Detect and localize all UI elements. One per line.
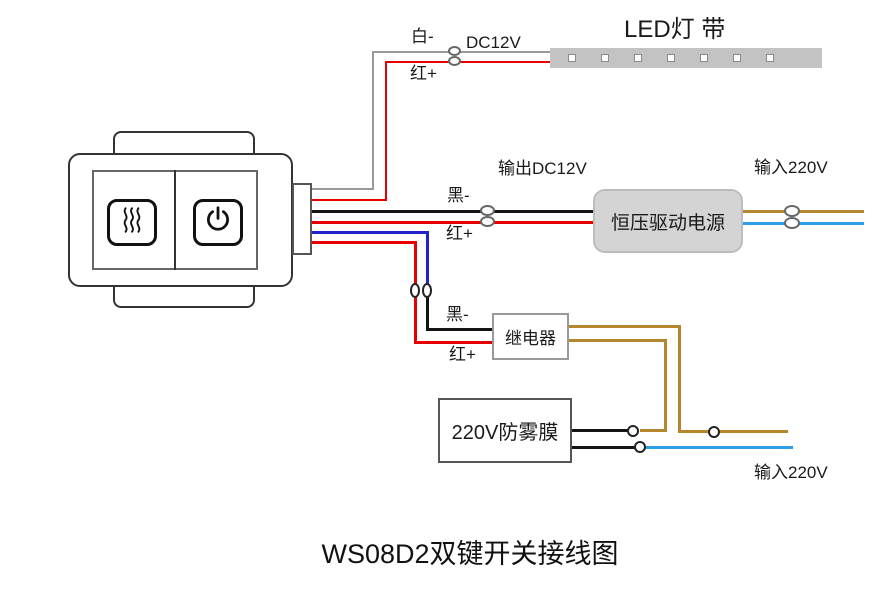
- wire-connector: [708, 426, 720, 438]
- wire-connector: [422, 283, 432, 298]
- wire-brown-relay-out-bottom: [664, 339, 667, 432]
- wire-black-antifog-bottom: [571, 446, 637, 449]
- wire-red-positive-relay: [311, 241, 417, 244]
- led-strip-title: LED灯 带: [624, 16, 726, 43]
- wire-brown-relay-out-top: [567, 325, 681, 328]
- wire-blue-neutral-input: [742, 222, 864, 225]
- wire-connector: [480, 205, 495, 216]
- led-chip: [634, 54, 642, 62]
- wire-blue-relay: [311, 231, 429, 234]
- switch-wire-terminal: [292, 183, 312, 255]
- wire-brown-relay-out-bottom: [567, 339, 667, 342]
- antifog-input-label: 输入220V: [754, 463, 828, 482]
- wire-blue-relay: [426, 231, 429, 288]
- led-chip: [601, 54, 609, 62]
- heat-waves-icon: [116, 204, 148, 241]
- led-chip: [766, 54, 774, 62]
- wire-connector: [784, 205, 800, 217]
- wire-brown-live-input: [742, 210, 864, 213]
- wire-white-negative: [311, 188, 374, 190]
- relay-black-wire-label: 黑-: [446, 305, 469, 324]
- wire-connector: [784, 217, 800, 229]
- led-strip: [550, 48, 822, 68]
- power-button: [193, 199, 243, 246]
- led-voltage-label: DC12V: [466, 33, 521, 52]
- driver-output-label: 输出DC12V: [498, 159, 587, 178]
- wire-connector: [448, 46, 461, 56]
- led-chip: [733, 54, 741, 62]
- relay-label: 继电器: [505, 329, 556, 348]
- wire-red-positive-led: [311, 199, 387, 201]
- wire-red-positive-led: [385, 61, 387, 201]
- wire-brown-relay-out-top: [678, 325, 681, 433]
- driver-black-wire-label: 黑-: [447, 186, 470, 205]
- wire-connector: [627, 425, 639, 437]
- relay-box: 继电器: [492, 313, 569, 360]
- led-chip: [568, 54, 576, 62]
- wire-black-negative-relay: [426, 295, 429, 331]
- antifog-film-label: 220V防雾膜: [451, 422, 559, 444]
- wire-connector: [410, 283, 420, 298]
- led-red-wire-label: 红+: [410, 64, 437, 83]
- relay-red-wire-label: 红+: [449, 345, 476, 364]
- wire-black-negative-driver: [311, 210, 595, 213]
- wire-white-negative: [372, 51, 374, 190]
- led-chip: [700, 54, 708, 62]
- led-chip: [667, 54, 675, 62]
- wire-brown-relay-out-bottom: [640, 429, 667, 432]
- switch-divider: [174, 170, 176, 270]
- wire-brown-relay-out-top: [678, 430, 788, 433]
- wire-connector: [634, 441, 646, 453]
- power-icon: [202, 204, 234, 241]
- driver-red-wire-label: 红+: [446, 224, 473, 243]
- wire-black-negative-relay: [426, 328, 494, 331]
- wire-red-positive-driver: [311, 221, 595, 224]
- driver-power-supply-label: 恒压驱动电源: [610, 212, 725, 234]
- antifog-film-box: 220V防雾膜: [438, 398, 572, 463]
- driver-input-label: 输入220V: [754, 158, 828, 177]
- wire-connector: [448, 56, 461, 66]
- wire-connector: [480, 216, 495, 227]
- led-white-wire-label: 白-: [411, 27, 434, 46]
- diagram-caption: WS08D2双键开关接线图: [321, 539, 619, 569]
- wire-red-positive-led: [385, 61, 552, 63]
- wire-black-antifog-top: [571, 429, 633, 432]
- wire-red-positive-relay: [414, 341, 494, 344]
- wire-blue-neutral-input-bottom: [645, 446, 793, 449]
- heat-button: [107, 199, 157, 246]
- driver-power-supply-box: 恒压驱动电源: [593, 189, 743, 253]
- wire-white-negative: [372, 51, 552, 53]
